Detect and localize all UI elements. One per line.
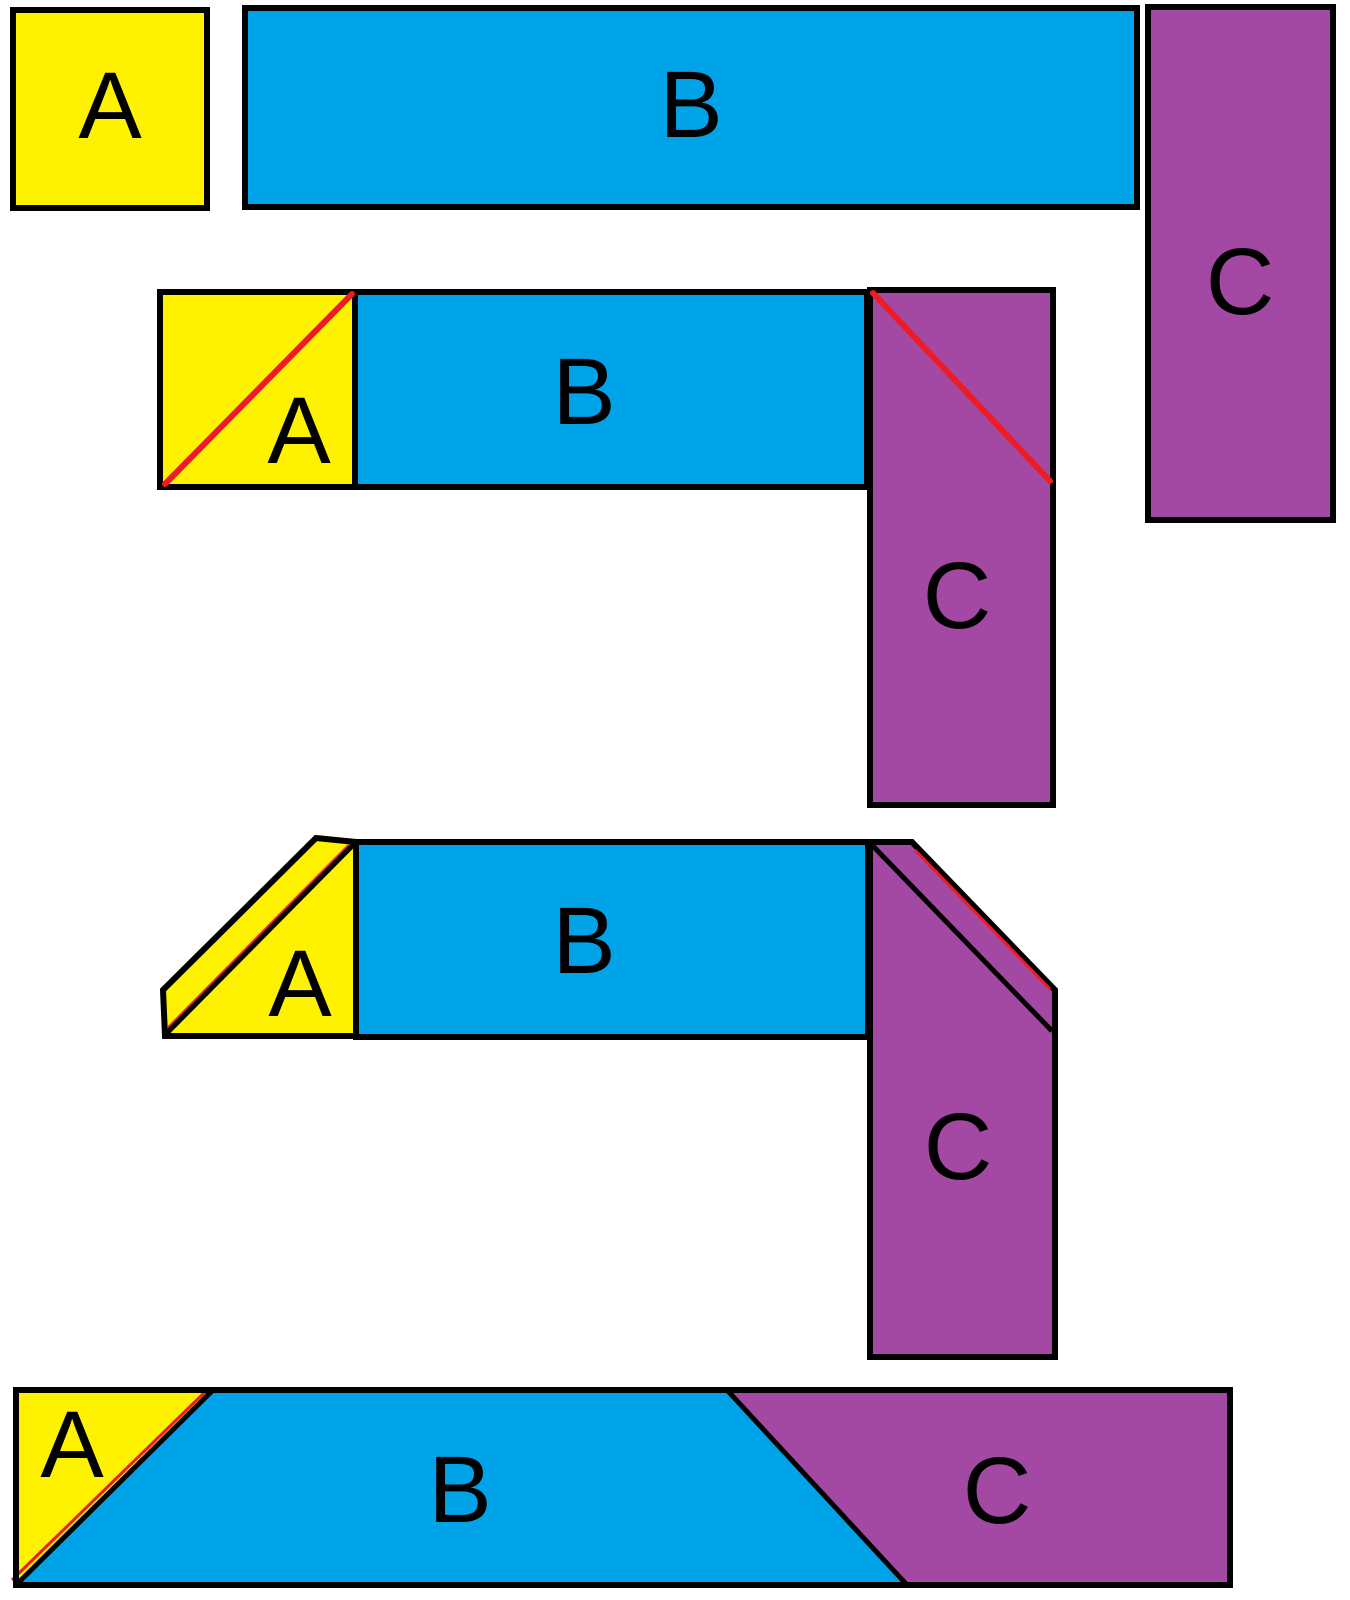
step4-label-a: A	[40, 1392, 104, 1498]
step4-seam-ab-line	[15, 1388, 215, 1586]
step2-seam-a-diagonal	[162, 291, 355, 487]
step4-piece-c	[727, 1390, 1230, 1585]
step-1-separate-pieces: A B C	[10, 4, 1336, 523]
step3-seam-c-red	[913, 848, 1052, 991]
step3-fold-c-line	[870, 843, 1054, 1033]
step4-seam-ab-red	[10, 1389, 208, 1582]
step4-label-b: B	[428, 1437, 491, 1543]
step4-strip-outline	[13, 1387, 1233, 1588]
step3-label-b: B	[552, 888, 615, 994]
step2-piece-c	[867, 287, 1056, 808]
step3-seam-a-red	[166, 843, 351, 1030]
step4-label-c: C	[963, 1438, 1032, 1544]
step2-seam-c-diagonal	[870, 290, 1053, 484]
step1-label-c: C	[1206, 229, 1275, 335]
step1-piece-b	[242, 5, 1140, 210]
step-2-marked-seams: A B C	[157, 287, 1056, 808]
step1-label-b: B	[659, 52, 722, 158]
step4-seam-bc-line	[725, 1388, 909, 1587]
step1-piece-c	[1145, 4, 1336, 523]
step3-piece-c-folded	[867, 839, 1058, 1360]
step4-piece-b	[16, 1390, 907, 1585]
step3-fold-a-line	[164, 841, 357, 1036]
step3-label-a: A	[268, 931, 332, 1037]
step1-piece-a	[10, 7, 210, 211]
step-4-finished-strip: A B C	[10, 1387, 1233, 1588]
step2-label-a: A	[267, 378, 331, 484]
step-3-folded-corners: A B C	[159, 834, 1058, 1360]
step2-piece-b	[352, 289, 870, 490]
step2-label-b: B	[552, 339, 615, 445]
step3-label-c: C	[924, 1094, 993, 1200]
step1-label-a: A	[78, 53, 142, 159]
step2-label-c: C	[923, 543, 992, 649]
